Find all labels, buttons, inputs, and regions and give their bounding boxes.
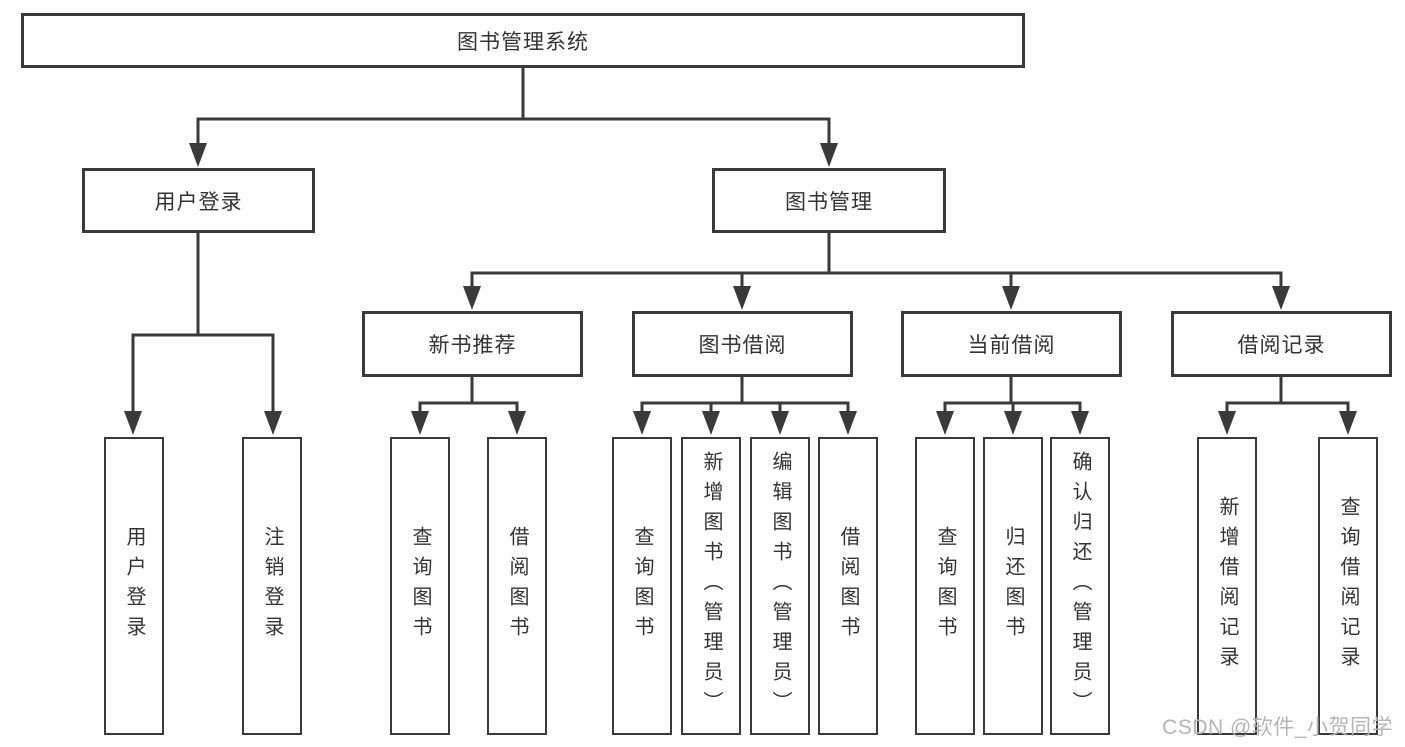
leaf-borrow-books-2-label: 借阅图书 [837, 526, 859, 646]
node-current-borrow-label: 当前借阅 [967, 334, 1056, 357]
leaf-confirm-return-admin-label: 确认归还（管理员） [1069, 451, 1091, 721]
node-new-book-recommend-label: 新书推荐 [428, 334, 517, 357]
leaf-borrow-books-1: 借阅图书 [487, 437, 547, 735]
leaf-query-books-1: 查询图书 [390, 437, 450, 735]
leaf-add-books-admin: 新增图书（管理员） [681, 437, 741, 735]
leaf-query-books-2-label: 查询图书 [631, 526, 653, 646]
leaf-return-books-label: 归还图书 [1002, 526, 1024, 646]
node-book-borrow: 图书借阅 [632, 311, 853, 377]
leaf-query-borrow-record-label: 查询借阅记录 [1337, 496, 1359, 676]
leaf-borrow-books-2: 借阅图书 [818, 437, 878, 735]
leaf-query-books-1-label: 查询图书 [409, 526, 431, 646]
node-user-login: 用户登录 [82, 168, 315, 233]
leaf-query-books-3-label: 查询图书 [934, 526, 956, 646]
node-root-system: 图书管理系统 [21, 13, 1025, 68]
node-user-login-label: 用户登录 [154, 190, 243, 214]
node-new-book-recommend: 新书推荐 [362, 311, 583, 377]
node-book-management: 图书管理 [712, 168, 946, 233]
leaf-query-books-2: 查询图书 [612, 437, 672, 735]
leaf-logout-label: 注销登录 [261, 526, 283, 646]
leaf-query-books-3: 查询图书 [915, 437, 975, 735]
leaf-edit-books-admin-label: 编辑图书（管理员） [769, 451, 791, 721]
leaf-return-books: 归还图书 [983, 437, 1043, 735]
leaf-add-books-admin-label: 新增图书（管理员） [700, 451, 722, 721]
node-book-management-label: 图书管理 [785, 190, 873, 214]
node-root-label: 图书管理系统 [457, 30, 589, 54]
leaf-confirm-return-admin: 确认归还（管理员） [1050, 437, 1110, 735]
leaf-user-login: 用户登录 [104, 437, 164, 735]
leaf-user-login-label: 用户登录 [123, 526, 145, 646]
leaf-add-borrow-record: 新增借阅记录 [1197, 437, 1257, 735]
leaf-borrow-books-1-label: 借阅图书 [506, 526, 528, 646]
csdn-watermark: CSDN @软件_小贺同学 [1162, 716, 1393, 739]
leaf-add-borrow-record-label: 新增借阅记录 [1216, 496, 1238, 676]
node-borrow-records: 借阅记录 [1171, 311, 1392, 377]
leaf-edit-books-admin: 编辑图书（管理员） [750, 437, 810, 735]
node-current-borrow: 当前借阅 [901, 311, 1122, 377]
leaf-logout: 注销登录 [242, 437, 302, 735]
leaf-query-borrow-record: 查询借阅记录 [1318, 437, 1378, 735]
node-borrow-records-label: 借阅记录 [1237, 334, 1326, 357]
node-book-borrow-label: 图书借阅 [698, 334, 787, 357]
